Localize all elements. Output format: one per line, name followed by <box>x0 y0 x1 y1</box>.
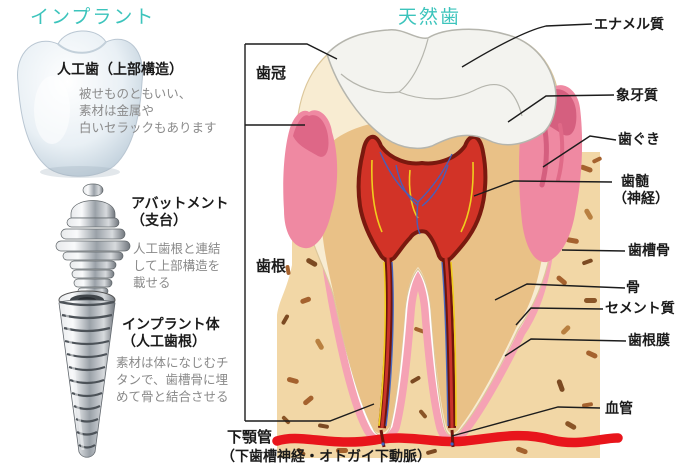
desc-line: めて骨と結合させる <box>116 390 229 404</box>
label-line: （神経） <box>613 192 669 207</box>
pulp-chamber <box>356 135 488 429</box>
label-bone: 骨 <box>626 281 640 296</box>
desc-line: 被せものともいい、 <box>79 87 192 101</box>
label-cementum: セメント質 <box>605 302 675 317</box>
root-section-label: 歯根 <box>256 259 287 275</box>
label-dentin: 象牙質 <box>616 89 658 104</box>
implant-body-title: インプラント体 （人工歯根） <box>122 317 220 351</box>
leader-dentin <box>507 94 615 123</box>
mandibular-canal-sublabel: （下歯槽神経・オトガイ下動脈） <box>221 450 431 465</box>
implant-crown-illustration <box>17 30 144 178</box>
bracket-top-tick <box>245 43 338 60</box>
title-line: アバットメント <box>131 197 229 212</box>
label-line: 歯髄 <box>621 175 649 190</box>
desc-line: 載せる <box>133 276 171 290</box>
screw-threads <box>59 300 115 449</box>
bracket-bottom-tick <box>245 403 375 422</box>
leader-bone <box>494 283 626 301</box>
enamel-cap <box>326 28 557 150</box>
leader-gum <box>542 135 617 168</box>
artificial-crown-desc: 被せものともいい、 素材は金属や 白いセラックもあります <box>79 86 217 137</box>
desc-line: 素材は体になじむチ <box>116 356 229 370</box>
desc-line: して上部構造を <box>133 259 221 273</box>
implant-body-illustration <box>58 290 116 458</box>
label-alveolar-bone: 歯槽骨 <box>628 244 670 259</box>
label-pdl: 歯根膜 <box>628 334 670 349</box>
annotation-lines <box>244 23 627 437</box>
artificial-crown-title: 人工歯（上部構造） <box>57 63 183 78</box>
tooth-cross-section <box>272 28 623 458</box>
desc-line: 人工歯根と連結 <box>133 242 221 256</box>
enamel-facet-lines <box>340 38 523 117</box>
blood-vessel-fibers <box>379 151 453 427</box>
natural-tooth-heading: 天然歯 <box>398 7 462 28</box>
crown-section-label: 歯冠 <box>256 66 287 82</box>
label-enamel: エナメル質 <box>594 18 664 33</box>
leader-cementum <box>515 307 604 326</box>
label-pulp: 歯髄 （神経） <box>613 174 669 208</box>
root-canal-tips <box>379 429 455 448</box>
leader-enamel <box>461 23 593 68</box>
abutment-title: アバットメント （支台） <box>131 196 228 230</box>
title-line: （人工歯根） <box>122 335 206 350</box>
title-line: インプラント体 <box>122 318 220 333</box>
desc-line: タンで、歯槽骨に埋 <box>116 373 229 387</box>
leader-pdl <box>504 338 627 357</box>
mandibular-canal-band <box>272 430 623 448</box>
label-vessel: 血管 <box>605 402 633 417</box>
abutment-illustration <box>55 183 131 295</box>
title-line: （支台） <box>131 214 187 229</box>
abutment-desc: 人工歯根と連結 して上部構造を 載せる <box>133 241 221 292</box>
label-gum: 歯ぐき <box>618 133 660 148</box>
leader-pulp <box>473 180 613 197</box>
bone-speckles <box>281 156 602 456</box>
desc-line: 白いセラックもあります <box>79 121 217 135</box>
implant-heading: インプラント <box>30 7 156 28</box>
mandibular-canal-label: 下顎管 <box>227 430 273 446</box>
desc-line: 素材は金属や <box>79 104 155 118</box>
leader-alveolar-bone <box>561 249 626 252</box>
leader-vessel <box>451 406 601 437</box>
implant-body-desc: 素材は体になじむチ タンで、歯槽骨に埋 めて骨と結合させる <box>116 355 229 406</box>
